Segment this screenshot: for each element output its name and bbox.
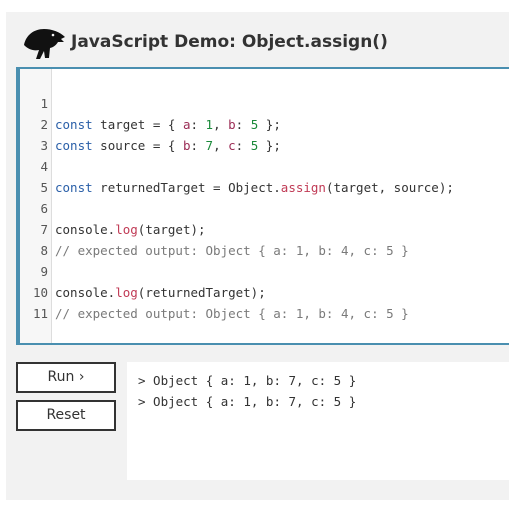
reset-button[interactable]: Reset	[16, 400, 116, 431]
code-text[interactable]: console.log(target);	[55, 222, 206, 237]
line-number: 9	[40, 264, 48, 279]
line-number: 10	[32, 285, 48, 300]
console-output: > Object { a: 1, b: 7, c: 5 } > Object {…	[127, 362, 509, 480]
page-title: JavaScript Demo: Object.assign()	[71, 32, 388, 52]
code-line[interactable]: 1 const target = { a: 1, b: 5 };	[20, 72, 280, 132]
code-line[interactable]: 4 const returnedTarget = Object.assign(t…	[20, 135, 453, 195]
code-comment[interactable]: // expected output: Object { a: 1, b: 4,…	[55, 243, 409, 258]
line-number: 4	[40, 159, 48, 174]
code-text[interactable]: const target = { a: 1, b: 5 };	[55, 117, 281, 132]
code-line[interactable]: 9 console.log(returnedTarget);	[20, 240, 265, 300]
code-line[interactable]: 6 console.log(target);	[20, 177, 205, 237]
line-number-gutter	[20, 69, 52, 343]
line-number: 7	[40, 222, 48, 237]
code-line[interactable]: 8	[20, 219, 50, 258]
code-line[interactable]: 7 // expected output: Object { a: 1, b: …	[20, 198, 408, 258]
code-line[interactable]: 3	[20, 114, 50, 153]
code-line[interactable]: 11	[20, 282, 50, 321]
code-text[interactable]: const source = { b: 7, c: 5 };	[55, 138, 281, 153]
code-text[interactable]: console.log(returnedTarget);	[55, 285, 266, 300]
line-number: 2	[40, 117, 48, 132]
line-number: 1	[40, 96, 48, 111]
code-line[interactable]: 5	[20, 156, 50, 195]
line-number: 5	[40, 180, 48, 195]
line-number: 8	[40, 243, 48, 258]
code-line[interactable]: 2 const source = { b: 7, c: 5 };	[20, 93, 280, 153]
demo-header: JavaScript Demo: Object.assign()	[6, 12, 509, 67]
dinosaur-logo-icon	[24, 29, 65, 59]
code-text[interactable]: const returnedTarget = Object.assign(tar…	[55, 180, 454, 195]
line-number: 11	[32, 306, 48, 321]
console-line: > Object { a: 1, b: 7, c: 5 }	[138, 373, 357, 388]
line-number: 6	[40, 201, 48, 216]
console-line: > Object { a: 1, b: 7, c: 5 }	[138, 394, 357, 409]
run-button[interactable]: Run ›	[16, 362, 116, 393]
code-line[interactable]: 10 // expected output: Object { a: 1, b:…	[20, 261, 409, 321]
code-comment[interactable]: // expected output: Object { a: 1, b: 4,…	[55, 306, 409, 321]
line-number: 3	[40, 138, 48, 153]
code-editor[interactable]: 1 const target = { a: 1, b: 5 }; 2 const…	[16, 67, 509, 345]
